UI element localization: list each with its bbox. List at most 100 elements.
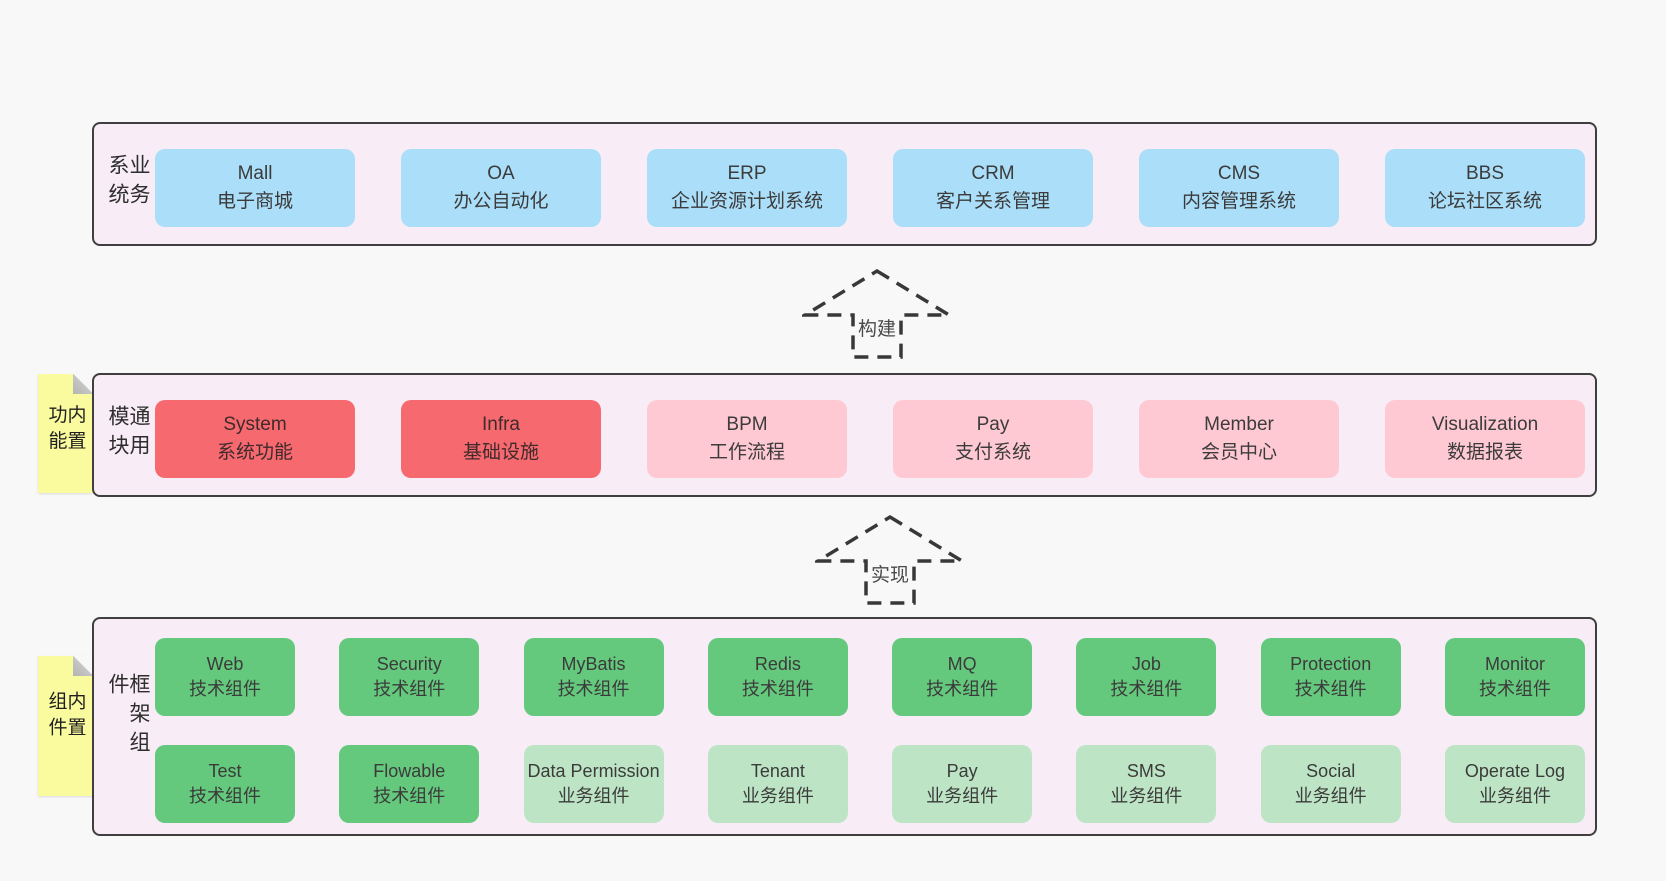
node-mq: MQ 技术组件 (892, 638, 1033, 716)
node-title: Operate Log (1464, 761, 1565, 782)
node-subtitle: 系统功能 (216, 442, 293, 463)
node-pay-module: Pay 支付系统 (893, 400, 1093, 478)
node-title: CRM (971, 162, 1015, 184)
layer-framework-components: 框架组件 Web 技术组件 Security 技术组件 MyBatis 技术组件… (92, 617, 1597, 836)
sticky-built-in-components: 内置组件 (38, 656, 93, 796)
arrow-up-icon (815, 514, 965, 605)
node-title: BPM (726, 413, 768, 435)
node-test: Test 技术组件 (155, 745, 295, 823)
node-crm: CRM 客户关系管理 (893, 149, 1093, 227)
node-subtitle: 技术组件 (1294, 679, 1367, 699)
node-redis: Redis 技术组件 (707, 638, 848, 716)
node-flowable: Flowable 技术组件 (339, 745, 480, 823)
node-job: Job 技术组件 (1076, 638, 1217, 716)
node-subtitle: 技术组件 (373, 786, 446, 806)
node-subtitle: 支付系统 (954, 442, 1031, 463)
node-title: MyBatis (561, 654, 626, 675)
node-mall: Mall 电子商城 (155, 149, 355, 227)
node-subtitle: 内容管理系统 (1181, 191, 1296, 212)
node-pay-component: Pay 业务组件 (892, 745, 1033, 823)
node-system: System 系统功能 (155, 400, 355, 478)
node-subtitle: 技术组件 (1110, 679, 1183, 699)
business-systems-row: Mall 电子商城 OA 办公自动化 ERP 企业资源计划系统 CRM 客户关系… (155, 149, 1585, 227)
arrow-implement-label: 实现 (867, 560, 913, 587)
node-data-permission: Data Permission 业务组件 (523, 745, 664, 823)
arrow-implement: 实现 (815, 514, 965, 606)
node-subtitle: 会员中心 (1200, 442, 1277, 463)
sticky-fold-icon (73, 656, 93, 676)
framework-components-row-2: Test 技术组件 Flowable 技术组件 Data Permission … (155, 745, 1585, 823)
node-mybatis: MyBatis 技术组件 (523, 638, 664, 716)
node-title: Protection (1290, 654, 1372, 675)
node-infra: Infra 基础设施 (401, 400, 601, 478)
node-subtitle: 基础设施 (462, 442, 539, 463)
node-title: Redis (754, 654, 801, 675)
node-subtitle: 企业资源计划系统 (670, 191, 823, 212)
node-subtitle: 技术组件 (189, 679, 261, 699)
node-subtitle: 业务组件 (1478, 786, 1551, 806)
arrow-up-icon (802, 268, 952, 359)
layer-label-business-systems: 业务系统 (106, 154, 150, 212)
node-title: MQ (947, 654, 977, 675)
node-subtitle: 论坛社区系统 (1427, 191, 1542, 212)
node-subtitle: 技术组件 (926, 679, 999, 699)
sticky-label: 内置组件 (45, 691, 86, 743)
node-title: Pay (976, 413, 1010, 435)
node-cms: CMS 内容管理系统 (1139, 149, 1339, 227)
node-visualization: Visualization 数据报表 (1385, 400, 1585, 478)
node-title: ERP (727, 162, 767, 184)
node-subtitle: 电子商城 (216, 191, 293, 212)
layer-common-modules: 通用模块 System 系统功能 Infra 基础设施 BPM 工作流程 Pay… (92, 373, 1597, 497)
node-title: Pay (946, 761, 978, 782)
node-erp: ERP 企业资源计划系统 (647, 149, 847, 227)
node-operate-log: Operate Log 业务组件 (1444, 745, 1585, 823)
node-subtitle: 技术组件 (189, 786, 261, 806)
node-title: Visualization (1431, 413, 1539, 435)
node-subtitle: 业务组件 (1110, 786, 1183, 806)
layer-label-framework-components: 框架组件 (106, 672, 150, 760)
node-title: Test (208, 761, 242, 782)
node-subtitle: 技术组件 (557, 679, 630, 699)
arrow-build-label: 构建 (854, 314, 900, 341)
node-subtitle: 技术组件 (741, 679, 814, 699)
node-subtitle: 工作流程 (708, 442, 785, 463)
node-title: OA (487, 162, 515, 184)
node-title: Tenant (750, 761, 805, 782)
node-monitor: Monitor 技术组件 (1444, 638, 1585, 716)
node-title: Monitor (1484, 654, 1545, 675)
node-title: Web (206, 654, 244, 675)
node-title: System (223, 413, 287, 435)
node-oa: OA 办公自动化 (401, 149, 601, 227)
node-title: Flowable (373, 761, 446, 782)
framework-components-row-1: Web 技术组件 Security 技术组件 MyBatis 技术组件 Redi… (155, 638, 1585, 716)
node-subtitle: 业务组件 (741, 786, 814, 806)
sticky-fold-icon (73, 374, 93, 394)
node-bbs: BBS 论坛社区系统 (1385, 149, 1585, 227)
node-title: Job (1131, 654, 1161, 675)
node-social: Social 业务组件 (1260, 745, 1401, 823)
node-tenant: Tenant 业务组件 (707, 745, 848, 823)
node-subtitle: 技术组件 (1478, 679, 1551, 699)
node-subtitle: 业务组件 (1294, 786, 1367, 806)
node-title: Mall (237, 162, 273, 184)
node-title: BBS (1465, 162, 1505, 184)
node-title: SMS (1126, 761, 1166, 782)
node-bpm: BPM 工作流程 (647, 400, 847, 478)
node-title: Data Permission (527, 761, 660, 782)
node-member: Member 会员中心 (1139, 400, 1339, 478)
common-modules-row: System 系统功能 Infra 基础设施 BPM 工作流程 Pay 支付系统… (155, 400, 1585, 478)
node-subtitle: 数据报表 (1446, 442, 1523, 463)
node-sms: SMS 业务组件 (1076, 745, 1217, 823)
node-title: Social (1306, 761, 1356, 782)
node-title: Security (376, 654, 442, 675)
layer-label-common-modules: 通用模块 (106, 405, 150, 463)
node-title: Member (1204, 413, 1274, 435)
node-subtitle: 办公自动化 (453, 191, 549, 212)
sticky-label: 内置功能 (45, 403, 86, 456)
node-subtitle: 客户关系管理 (935, 191, 1050, 212)
arrow-build: 构建 (802, 268, 952, 360)
node-security: Security 技术组件 (339, 638, 480, 716)
node-title: Infra (481, 413, 521, 435)
node-subtitle: 业务组件 (926, 786, 999, 806)
